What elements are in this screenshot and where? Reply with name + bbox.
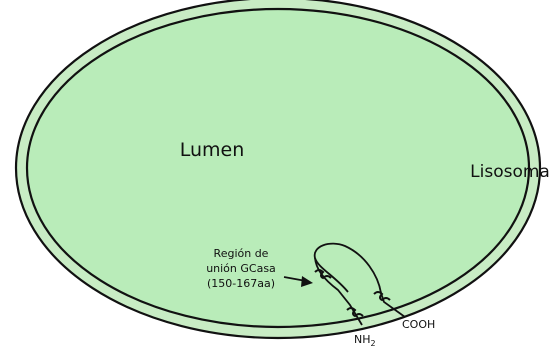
- nh2-label-main: NH: [354, 333, 371, 346]
- binding-region-label-line-3: (150-167aa): [207, 277, 275, 290]
- binding-region-label-line-1: Región de: [214, 247, 269, 260]
- lumen-label: Lumen: [180, 139, 245, 161]
- lysosome-label: Lisosoma: [470, 162, 550, 182]
- nh2-label-subscript: 2: [371, 339, 376, 347]
- lysosome-lumen: [27, 9, 529, 327]
- nh2-label: NH2: [354, 333, 376, 347]
- cooh-label: COOH: [402, 318, 435, 331]
- binding-region-label-line-2: unión GCasa: [206, 262, 276, 275]
